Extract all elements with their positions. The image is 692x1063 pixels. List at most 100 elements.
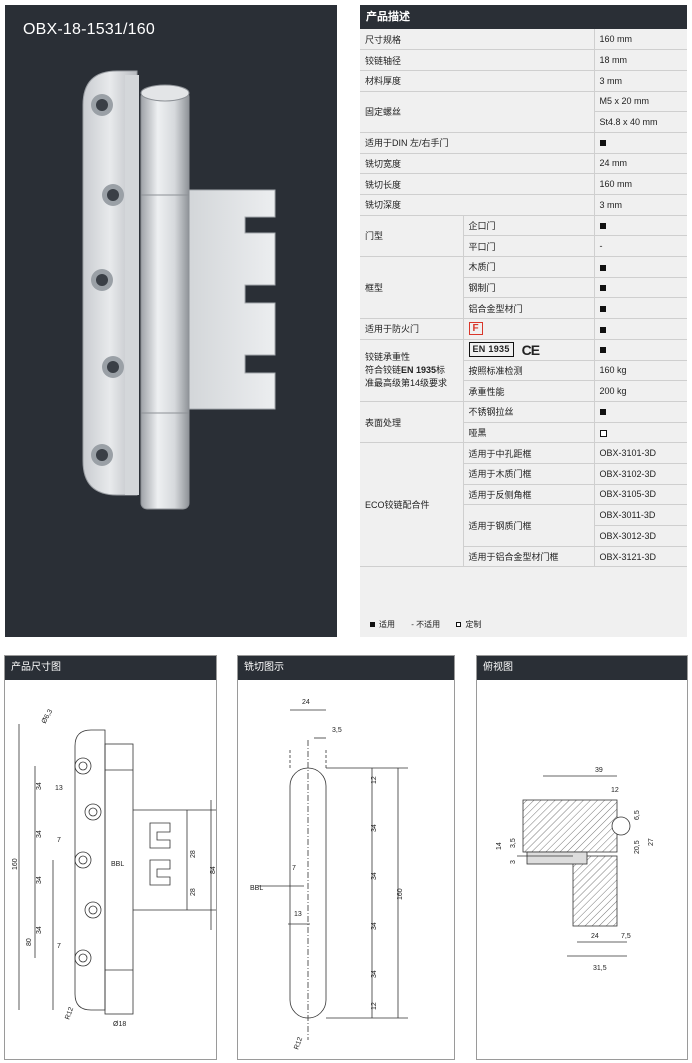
dim-d18-label: Ø18 <box>113 1021 126 1028</box>
en1935-badge: EN 1935 <box>468 342 514 358</box>
spec-sub-label: 钢制门 <box>462 277 594 299</box>
spec-row-din: 适用于DIN 左/右手门 <box>360 132 687 154</box>
applicable-icon <box>599 285 606 292</box>
mill-13-label: 13 <box>294 911 302 918</box>
milling-drawing: 24 3,5 12 34 34 34 34 12 160 7 13 BBL R1… <box>250 699 408 1051</box>
mill-34-label-2: 34 <box>371 872 378 880</box>
spec-sub-label: 不锈钢拉丝 <box>462 401 594 423</box>
milling-drawing-header: 铣切图示 <box>238 656 454 680</box>
spec-sub-label: EN 1935 CE <box>462 339 594 361</box>
load-label-line2-pre: 符合铰链 <box>365 364 402 375</box>
top-view-header: 俯视图 <box>477 656 687 680</box>
dim-160-label: 160 <box>12 858 19 870</box>
spec-value: OBX-3012-3D <box>593 525 687 547</box>
spec-row-cut-depth: 铣切深度 3 mm <box>360 194 687 216</box>
spec-value <box>593 277 687 299</box>
dim-7-label-2: 7 <box>57 943 61 950</box>
spec-row-cut-width: 铣切宽度 24 mm <box>360 153 687 175</box>
applicable-icon <box>599 409 606 416</box>
spec-row-frame-type-3: 铝合金型材门 <box>360 297 687 320</box>
dim-84-label: 84 <box>210 866 216 874</box>
spec-row-size: 尺寸规格 160 mm <box>360 29 687 51</box>
spec-value <box>593 256 687 278</box>
spec-label: 铣切深度 <box>360 194 594 216</box>
top-315-label: 31,5 <box>593 965 607 972</box>
spec-label: 固定螺丝 <box>360 91 594 133</box>
dim-r12-label: R12 <box>64 1006 75 1021</box>
custom-icon <box>599 429 607 437</box>
spec-value: OBX-3121-3D <box>593 546 687 568</box>
spec-row-eco-6: 适用于铝合金型材门框 OBX-3121-3D <box>360 546 687 568</box>
top-14-label: 14 <box>496 842 503 850</box>
spec-sub-label: 适用于中孔距框 <box>462 442 594 464</box>
spec-value: 3 mm <box>593 194 687 216</box>
applicable-icon <box>599 326 606 333</box>
spec-value <box>593 318 687 340</box>
dim-34-label-3: 34 <box>36 876 43 884</box>
spec-sub-label: 木质门 <box>462 256 594 278</box>
top-65-label: 6,5 <box>634 810 641 820</box>
legend-applicable-text: 适用 <box>379 620 395 629</box>
mill-35-label: 3,5 <box>332 727 342 734</box>
top-view-panel: 俯视图 39 12 6,5 14 3,5 3 20,5 27 24 <box>476 655 688 1060</box>
spec-value <box>593 401 687 423</box>
top-27-label: 27 <box>648 838 655 846</box>
spec-row-axis: 铰链轴径 18 mm <box>360 49 687 71</box>
mill-12-label-1: 12 <box>371 776 378 784</box>
spec-sub-label: 适用于铝合金型材门框 <box>462 546 594 568</box>
spec-sub-label: 适用于木质门框 <box>462 463 594 485</box>
spec-sub-label: 企口门 <box>462 215 594 237</box>
mill-24-label: 24 <box>302 699 310 706</box>
spec-label: 铣切长度 <box>360 173 594 195</box>
spec-value: OBX-3105-3D <box>593 484 687 506</box>
mill-r12-label: R12 <box>293 1036 304 1051</box>
spec-label: 材料厚度 <box>360 70 594 92</box>
mill-7-label: 7 <box>292 865 296 872</box>
spec-row-door-type: 门型 企口门 <box>360 215 687 258</box>
custom-icon <box>456 622 462 628</box>
screw-holes <box>91 94 124 466</box>
spec-sub-label: 适用于钢质门框 <box>462 504 594 547</box>
spec-label: 尺寸规格 <box>360 29 594 51</box>
spec-label: 框型 <box>360 256 463 320</box>
ce-mark-icon: CE <box>521 341 540 358</box>
mill-bbl-label: BBL <box>250 885 263 892</box>
legend-not-applicable-text: 不适用 <box>416 620 441 629</box>
spec-value: 160 mm <box>593 173 687 195</box>
dim-13-label: 13 <box>55 785 63 792</box>
mill-34-label-1: 34 <box>371 824 378 832</box>
spec-row-surface: 表面处理 不锈钢拉丝 <box>360 401 687 444</box>
spec-row-frame-type: 框型 木质门 <box>360 256 687 320</box>
spec-value <box>593 215 687 237</box>
spec-value <box>593 297 687 320</box>
applicable-icon <box>599 305 606 312</box>
top-3-label: 3 <box>510 860 517 864</box>
dim-7-label-1: 7 <box>57 837 61 844</box>
load-label-line1: 铰链承重性 <box>365 351 411 362</box>
top-75-label: 7,5 <box>621 933 631 940</box>
dim-34-label-4: 34 <box>36 926 43 934</box>
load-label-line3: 准最高级第14级要求 <box>365 377 448 388</box>
spec-value <box>593 132 687 154</box>
top-205-label: 20,5 <box>634 840 641 854</box>
mill-160-label: 160 <box>397 888 404 900</box>
dim-28-label-1: 28 <box>190 850 197 858</box>
spec-value: OBX-3011-3D <box>593 504 687 526</box>
dimension-drawing: Ø6,3 13 34 34 34 34 7 7 160 80 R12 Ø18 B… <box>12 708 216 1028</box>
spec-header: 产品描述 <box>360 5 687 29</box>
spec-value: OBX-3102-3D <box>593 463 687 485</box>
applicable-icon <box>599 140 606 147</box>
mill-34-label-3: 34 <box>371 922 378 930</box>
spec-label: 适用于防火门 <box>360 318 463 340</box>
spec-label: 适用于DIN 左/右手门 <box>360 132 594 154</box>
spec-value: St4.8 x 40 mm <box>593 111 687 133</box>
dim-bbl-label: BBL <box>111 861 124 868</box>
top-24-label: 24 <box>591 933 599 940</box>
spec-label: 表面处理 <box>360 401 463 444</box>
spec-value: 200 kg <box>593 380 687 402</box>
spec-row-door-type-2: 平口门 - <box>360 235 687 258</box>
spec-value <box>593 339 687 361</box>
milling-drawing-panel: 铣切图示 24 3,5 12 34 34 34 34 12 160 7 <box>237 655 455 1060</box>
spec-row-screws: 固定螺丝 M5 x 20 mm <box>360 91 687 133</box>
spec-row-eco-2: 适用于木质门框 OBX-3102-3D <box>360 463 687 485</box>
